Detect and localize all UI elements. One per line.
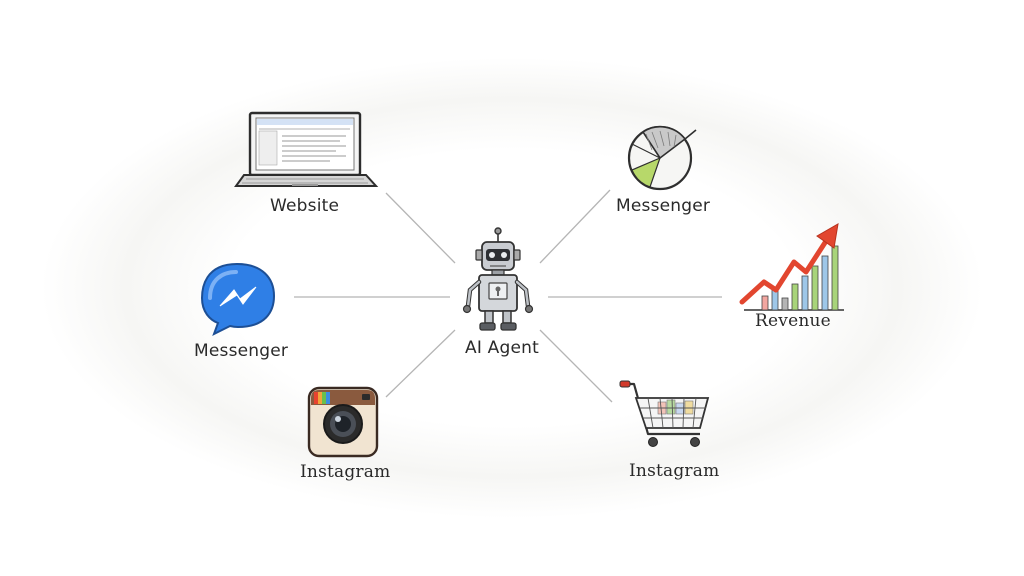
laptop-icon	[234, 111, 379, 187]
shopping-cart-icon	[619, 380, 710, 447]
label-ai-agent: AI Agent	[465, 338, 539, 358]
connector-instagram-right	[539, 329, 613, 403]
revenue-chart-icon	[739, 223, 844, 311]
label-website: Website	[270, 196, 340, 216]
label-messenger-left: Messenger	[194, 341, 289, 361]
instagram-camera-icon	[307, 386, 379, 458]
robot-icon	[462, 227, 534, 331]
pie-chart-icon	[627, 125, 697, 191]
label-instagram-right: Instagram	[629, 461, 720, 481]
connector-messenger-right	[539, 189, 611, 264]
connector-instagram-left	[385, 329, 456, 398]
label-instagram-left: Instagram	[300, 462, 391, 482]
connector-website	[385, 192, 456, 264]
label-revenue: Revenue	[755, 311, 831, 331]
label-messenger-right: Messenger	[616, 196, 711, 216]
messenger-chat-icon	[200, 262, 276, 337]
